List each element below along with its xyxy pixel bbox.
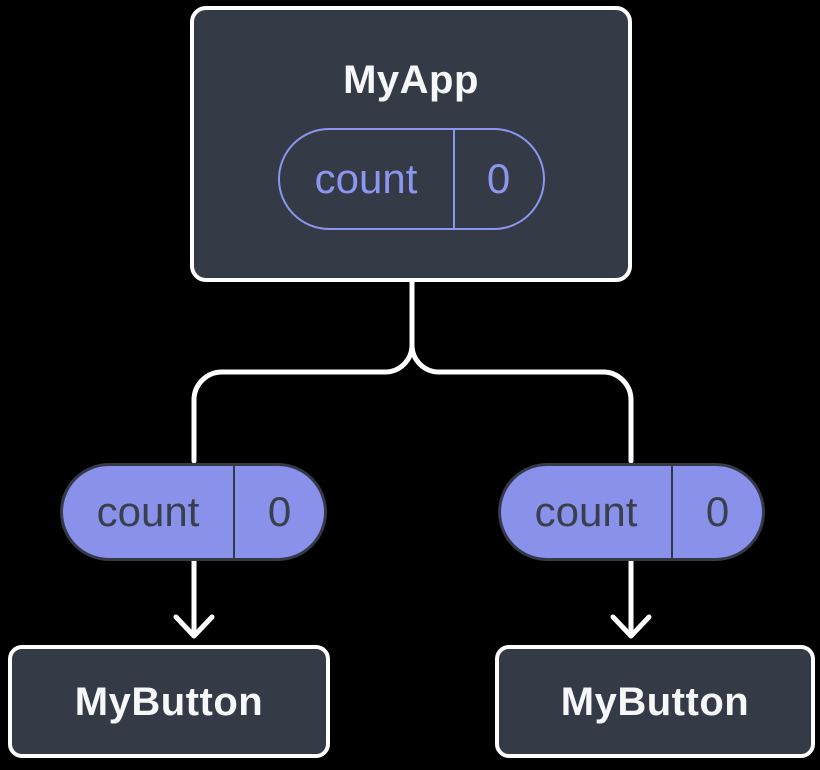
left-prop-value-label: 0 [233,466,324,558]
myapp-state-pill: count 0 [277,128,545,230]
left-arrow-head [173,614,215,639]
left-mybutton-title: MyButton [74,679,264,724]
fork-connector-left [191,279,415,464]
right-arrow-head [610,614,652,639]
right-mybutton-node: MyButton [495,645,815,758]
right-mybutton-title: MyButton [560,679,750,724]
left-prop-pill: count 0 [60,463,327,561]
state-value-label: 0 [452,130,543,228]
left-mybutton-node: MyButton [8,645,330,758]
myapp-title: MyApp [343,58,479,102]
fork-connector-right [409,342,634,464]
state-name-label: count [314,155,418,202]
right-prop-value-label: 0 [671,466,762,558]
right-prop-name-label: count [534,488,638,535]
left-prop-name-label: count [96,488,200,535]
myapp-node: MyApp count 0 [190,6,632,282]
right-prop-pill: count 0 [498,463,765,561]
